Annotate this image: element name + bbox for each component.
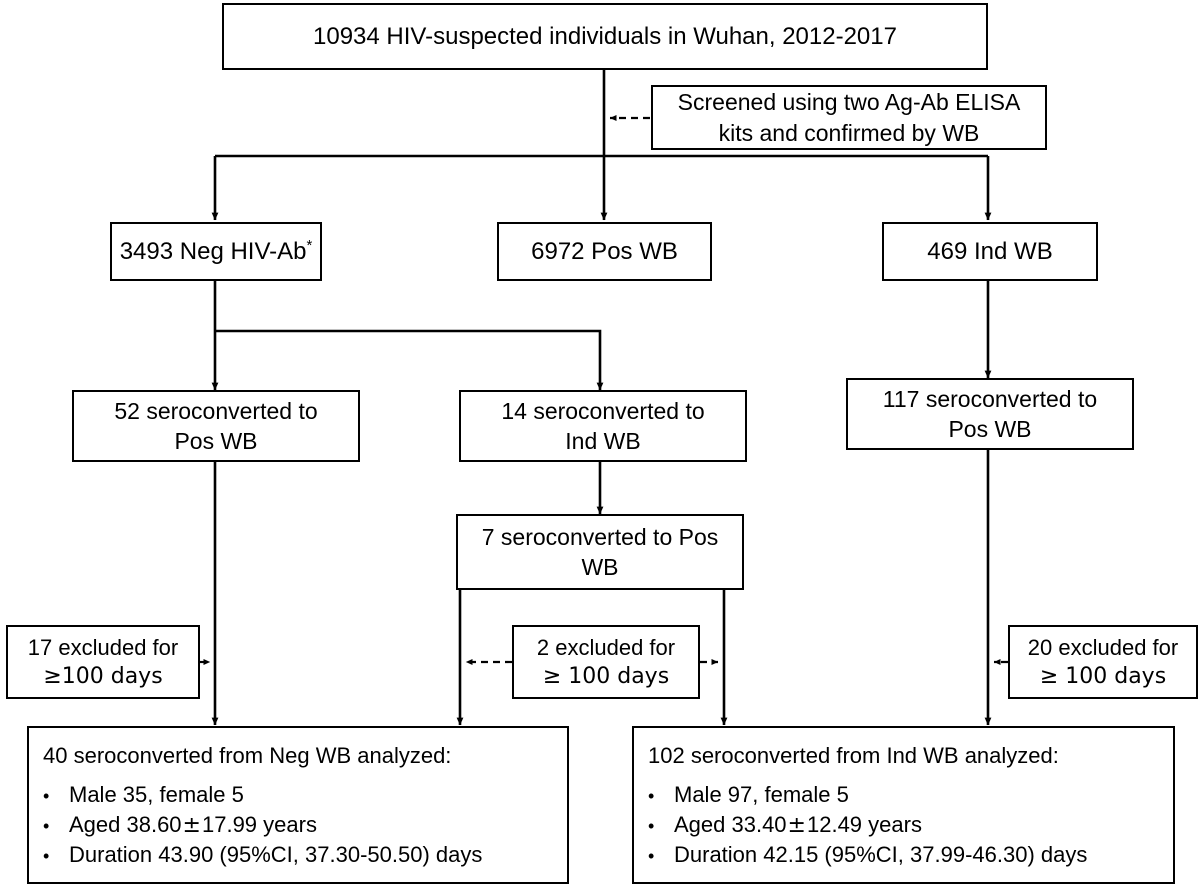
node-excluded-17: 17 excluded for ≥100 days — [6, 625, 200, 699]
neg-ab-text: 3493 Neg HIV-Ab — [119, 237, 307, 265]
summary-ind-bullet-2: • Aged 33.40±12.49 years — [648, 810, 1173, 840]
node-neg-hiv-ab: 3493 Neg HIV-Ab* — [110, 222, 322, 281]
node-sero-117: 117 seroconverted to Pos WB — [846, 378, 1134, 450]
plus-minus-icon: ± — [182, 812, 201, 838]
node-ind-wb: 469 Ind WB — [882, 222, 1098, 281]
node-ind-wb-label: 469 Ind WB — [927, 237, 1053, 265]
node-sero-14-line2: Ind WB — [565, 428, 641, 454]
bullet-icon: • — [43, 815, 50, 836]
node-sero-7-line1: 7 seroconverted to Pos — [481, 523, 719, 550]
bullet-icon: • — [648, 786, 655, 807]
age-mean-text: Aged 38.60 — [69, 811, 182, 837]
summary-ind-bullet-1: • Male 97, female 5 — [648, 780, 1173, 809]
summary-neg-bullet-2-text: Aged 38.60±17.99 years — [69, 810, 317, 840]
node-excluded-2-line1: 2 excluded for — [536, 634, 676, 660]
bullet-icon: • — [43, 845, 50, 866]
node-sero-52-line2: Pos WB — [174, 428, 258, 454]
node-excluded-20-line1: 20 excluded for — [1027, 634, 1179, 660]
summary-ind-bullet-3: • Duration 42.15 (95%CI, 37.99-46.30) da… — [648, 840, 1173, 869]
node-sero-52-line1: 52 seroconverted to — [114, 397, 318, 424]
node-sero-117-line1: 117 seroconverted to — [882, 385, 1098, 412]
node-screening-note: Screened using two Ag-Ab ELISA kits and … — [651, 85, 1047, 150]
node-cohort: 10934 HIV-suspected individuals in Wuhan… — [222, 3, 988, 70]
summary-ind-bullet-3-text: Duration 42.15 (95%CI, 37.99-46.30) days — [674, 841, 1088, 867]
summary-neg-bullet-3: • Duration 43.90 (95%CI, 37.30-50.50) da… — [43, 840, 567, 869]
summary-neg-bullet-1: • Male 35, female 5 — [43, 780, 567, 809]
age-sd-text: 12.49 years — [806, 811, 922, 837]
summary-neg-title: 40 seroconverted from Neg WB analyzed: — [43, 743, 452, 769]
node-excluded-20: 20 excluded for ≥ 100 days — [1008, 625, 1198, 699]
node-pos-wb-label: 6972 Pos WB — [531, 237, 678, 265]
summary-ind-bullet-2-text: Aged 33.40±12.49 years — [674, 810, 922, 840]
node-sero-14: 14 seroconverted to Ind WB — [459, 390, 747, 462]
node-excluded-17-line2: ≥100 days — [43, 664, 163, 689]
plus-minus-icon: ± — [787, 812, 806, 838]
bullet-icon: • — [43, 786, 50, 807]
node-summary-neg: 40 seroconverted from Neg WB analyzed: •… — [27, 726, 569, 884]
node-sero-117-line2: Pos WB — [948, 416, 1032, 442]
node-pos-wb: 6972 Pos WB — [497, 222, 712, 281]
age-mean-text: Aged 33.40 — [674, 811, 787, 837]
bullet-icon: • — [648, 815, 655, 836]
bullet-icon: • — [648, 845, 655, 866]
node-excluded-17-line1: 17 excluded for — [27, 634, 179, 660]
node-sero-7-line2: WB — [581, 554, 619, 580]
screening-note-line2: kits and confirmed by WB — [718, 119, 980, 146]
summary-neg-bullets: • Male 35, female 5 • Aged 38.60±17.99 y… — [29, 772, 567, 868]
node-sero-7: 7 seroconverted to Pos WB — [456, 514, 744, 590]
age-sd-text: 17.99 years — [201, 811, 317, 837]
neg-ab-superscript: * — [306, 237, 313, 254]
node-excluded-2: 2 excluded for ≥ 100 days — [512, 625, 700, 699]
node-neg-hiv-ab-label: 3493 Neg HIV-Ab* — [120, 236, 313, 268]
summary-neg-bullet-1-text: Male 35, female 5 — [69, 782, 244, 808]
edge-negab-to-sero14 — [215, 329, 604, 391]
summary-ind-bullet-1-text: Male 97, female 5 — [674, 782, 849, 808]
screening-note-line1: Screened using two Ag-Ab ELISA — [677, 89, 1021, 116]
summary-ind-title: 102 seroconverted from Ind WB analyzed: — [648, 743, 1059, 769]
node-excluded-2-line2: ≥ 100 days — [542, 664, 670, 689]
summary-neg-bullet-2: • Aged 38.60±17.99 years — [43, 810, 567, 840]
summary-ind-bullets: • Male 97, female 5 • Aged 33.40±12.49 y… — [634, 772, 1173, 868]
node-excluded-20-line2: ≥ 100 days — [1039, 664, 1167, 689]
node-summary-ind: 102 seroconverted from Ind WB analyzed: … — [632, 726, 1175, 884]
node-cohort-label: 10934 HIV-suspected individuals in Wuhan… — [313, 22, 897, 50]
summary-neg-bullet-3-text: Duration 43.90 (95%CI, 37.30-50.50) days — [69, 841, 483, 867]
node-sero-52: 52 seroconverted to Pos WB — [72, 390, 360, 462]
node-sero-14-line1: 14 seroconverted to — [501, 397, 705, 424]
